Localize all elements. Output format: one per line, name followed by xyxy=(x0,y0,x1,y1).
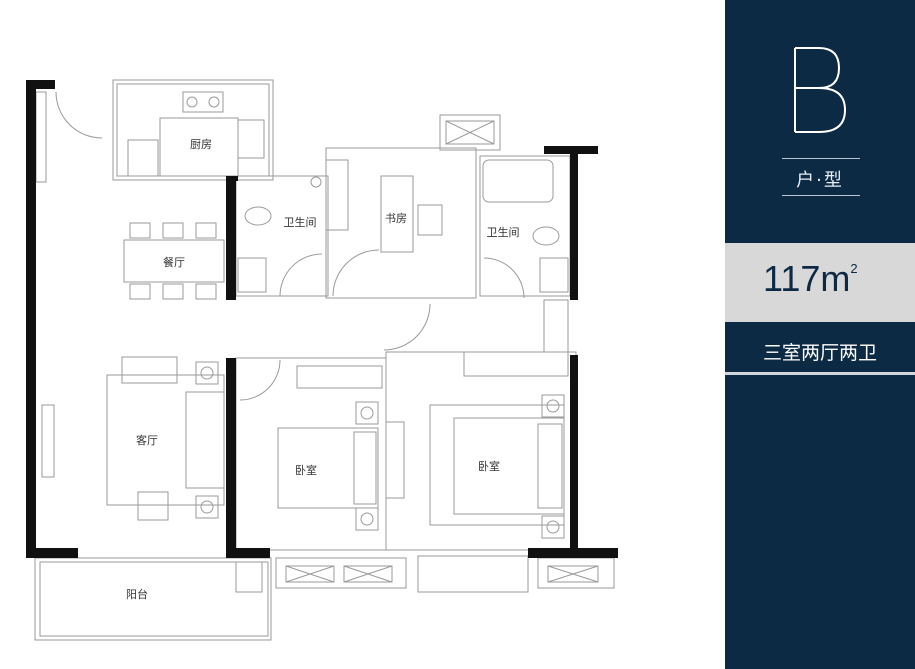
area-band xyxy=(725,243,915,322)
room-label-bedroom-right: 卧室 xyxy=(478,459,500,473)
room-label-living: 客厅 xyxy=(136,433,158,447)
area-value: 117m2 xyxy=(763,258,858,299)
divider-layout xyxy=(725,372,915,375)
room-label-bath-right: 卫生间 xyxy=(487,225,520,239)
room-label-kitchen: 厨房 xyxy=(190,138,212,151)
room-label-balcony: 阳台 xyxy=(126,587,148,601)
room-label-study: 书房 xyxy=(385,212,407,225)
unit-type-letter: B xyxy=(794,47,847,133)
unit-type-label: 户·型 xyxy=(796,170,844,191)
divider-bottom xyxy=(782,195,860,196)
room-label-dining: 餐厅 xyxy=(163,255,185,269)
floor-plan: 厨房 餐厅 客厅 卫生间 书房 卫生间 卧室 卧室 阳台 xyxy=(26,79,618,641)
info-panel: B 户·型 117m2 三室两厅两卫 xyxy=(725,0,915,669)
room-label-bath-left: 卫生间 xyxy=(284,215,317,229)
room-label-bedroom-left: 卧室 xyxy=(295,463,317,477)
divider-top xyxy=(782,158,860,159)
layout-label: 三室两厅两卫 xyxy=(762,342,877,364)
